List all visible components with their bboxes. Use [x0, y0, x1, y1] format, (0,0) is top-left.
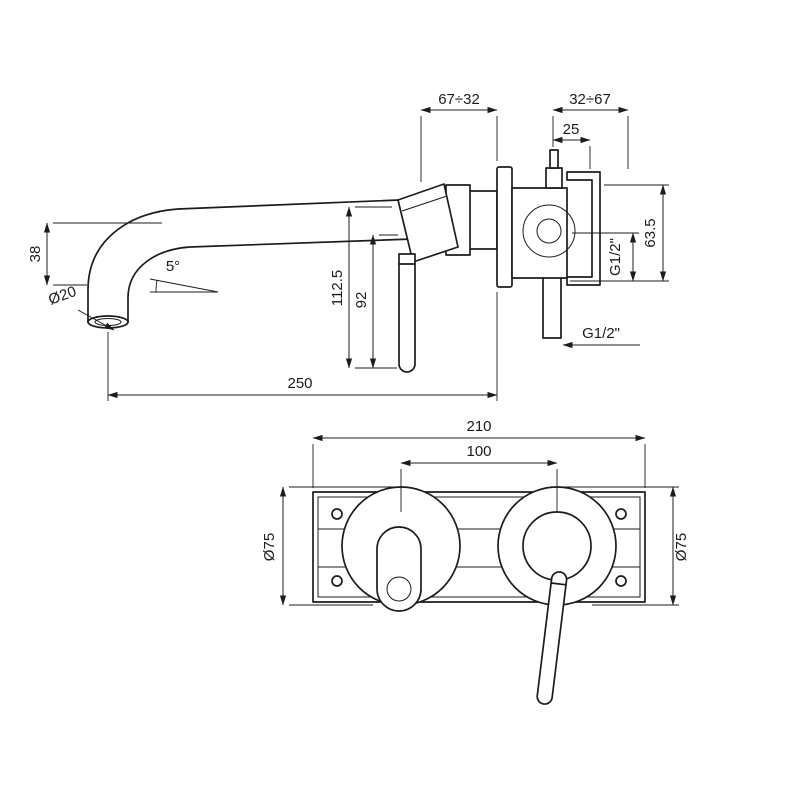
screw-hole: [331, 575, 343, 587]
spout-front: [376, 526, 422, 612]
angle-line-sloped: [149, 278, 219, 293]
wall-rosette-side: [496, 166, 513, 288]
side-view-dimensions: 67÷32 32÷67 25 38 Ø20 5°: [27, 91, 669, 401]
top-inlet-stub: [549, 149, 559, 169]
dim-label-63-5: 63.5: [642, 218, 659, 247]
leader-line-o20: [77, 309, 115, 331]
dim-label-38: 38: [27, 246, 44, 263]
dim-label-o75-left: Ø75: [261, 533, 278, 561]
dim-label-112-5: 112.5: [329, 270, 346, 306]
spout-outline: [87, 195, 498, 329]
top-inlet-boss: [545, 167, 563, 189]
mixer-body: [397, 183, 459, 263]
mounting-bracket: [566, 171, 601, 286]
mounting-plate-inner: [317, 496, 641, 598]
screw-hole: [615, 575, 627, 587]
mixer-body-detail-line: [401, 195, 448, 212]
dim-label-250: 250: [287, 375, 312, 392]
dim-label-210: 210: [466, 418, 491, 435]
lever-handle-side: [398, 253, 416, 373]
dim-label-100: 100: [466, 443, 491, 460]
lever-joint-line-front: [550, 582, 567, 586]
lever-rod: [536, 571, 568, 705]
angle-arc: [155, 279, 158, 293]
front-view: 210 100 Ø75 Ø75: [261, 418, 690, 705]
lever-handle-front: [536, 571, 568, 705]
concealed-body: [511, 187, 568, 279]
spout-front-opening: [386, 576, 412, 602]
cartridge-circle-inner: [536, 218, 562, 244]
side-view: 67÷32 32÷67 25 38 Ø20 5°: [27, 91, 669, 401]
dim-label-92: 92: [353, 292, 370, 309]
dim-label-25: 25: [563, 121, 580, 138]
dim-label-o75-right: Ø75: [673, 533, 690, 561]
dim-label-67-32: 67÷32: [438, 91, 480, 108]
dim-label-32-67: 32÷67: [569, 91, 611, 108]
cartridge-collar-rear: [467, 190, 498, 250]
bottom-inlet-pipe: [542, 277, 562, 339]
dim-label-g12-side: G1/2": [607, 238, 624, 276]
handle-escutcheon: [522, 511, 592, 581]
screw-hole: [331, 508, 343, 520]
dim-label-o20: Ø20: [46, 283, 78, 309]
screw-hole: [615, 508, 627, 520]
front-view-dimensions: 210 100 Ø75 Ø75: [261, 418, 690, 606]
spout-bottom-line: [127, 235, 498, 323]
dim-label-5deg: 5°: [166, 258, 180, 275]
dim-label-g12-bottom: G1/2": [582, 325, 620, 342]
spout-top-line: [87, 195, 498, 323]
cartridge-circle-outer: [522, 204, 576, 258]
